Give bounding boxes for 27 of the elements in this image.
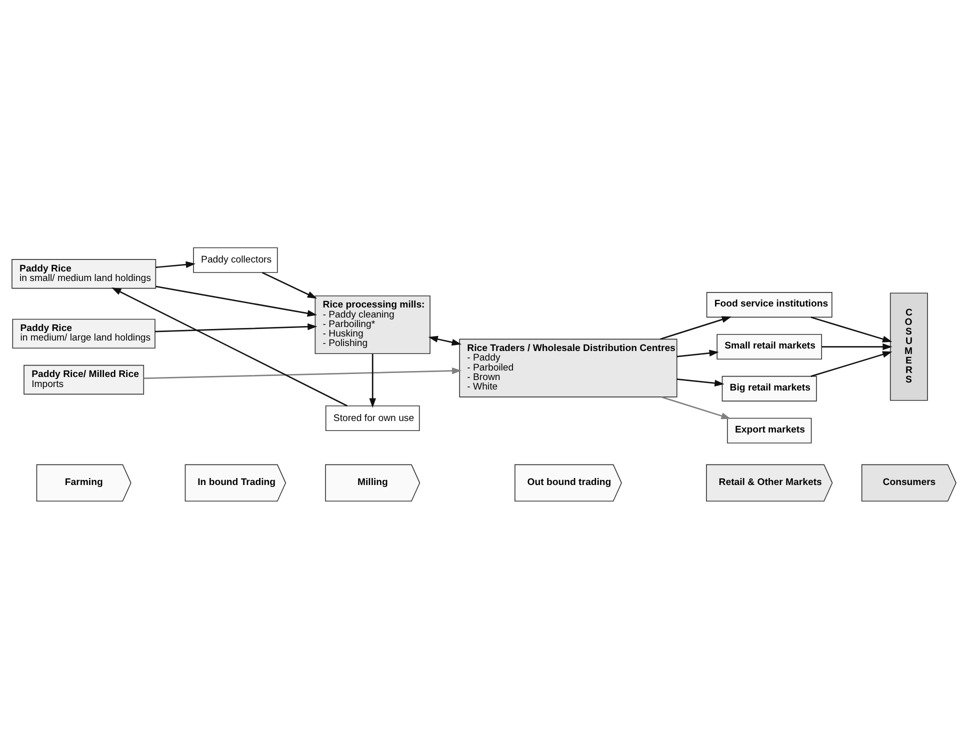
node-box: Paddy Rice/ Milled Rice Imports — [24, 364, 144, 395]
node-box: Paddy Rice in medium/ large land holdings — [12, 318, 156, 349]
node-box: Paddy collectors — [193, 247, 278, 273]
node-box: Rice processing mills: - Paddy cleaning - Parboiling* - Husking - Polishing — [314, 295, 430, 354]
node-box: Paddy Rice in small/ medium land holdings — [12, 259, 156, 289]
node-box: Stored for own use — [325, 405, 420, 432]
node-box: Food service institutions — [706, 292, 832, 318]
arrow — [660, 316, 732, 340]
arrow — [822, 343, 892, 350]
arrow — [144, 368, 462, 380]
node-box: C O S U M E R S — [890, 292, 928, 401]
node-box: Export markets — [727, 418, 812, 444]
arrow — [676, 378, 724, 386]
arrow — [262, 272, 318, 299]
arrow — [810, 316, 892, 342]
arrow — [660, 396, 731, 420]
arrow — [156, 286, 318, 317]
node-box: Rice Traders / Wholesale Distribution Centres - Paddy - Parboiled - Brown - White — [459, 338, 678, 398]
arrow — [156, 261, 196, 268]
arrow — [369, 354, 376, 408]
arrow — [810, 351, 892, 377]
arrow — [428, 336, 462, 346]
node-box: Small retail markets — [716, 334, 822, 360]
node-box: Big retail markets — [722, 376, 817, 402]
arrow — [112, 287, 348, 406]
arrow — [676, 350, 719, 358]
arrow — [154, 323, 318, 332]
